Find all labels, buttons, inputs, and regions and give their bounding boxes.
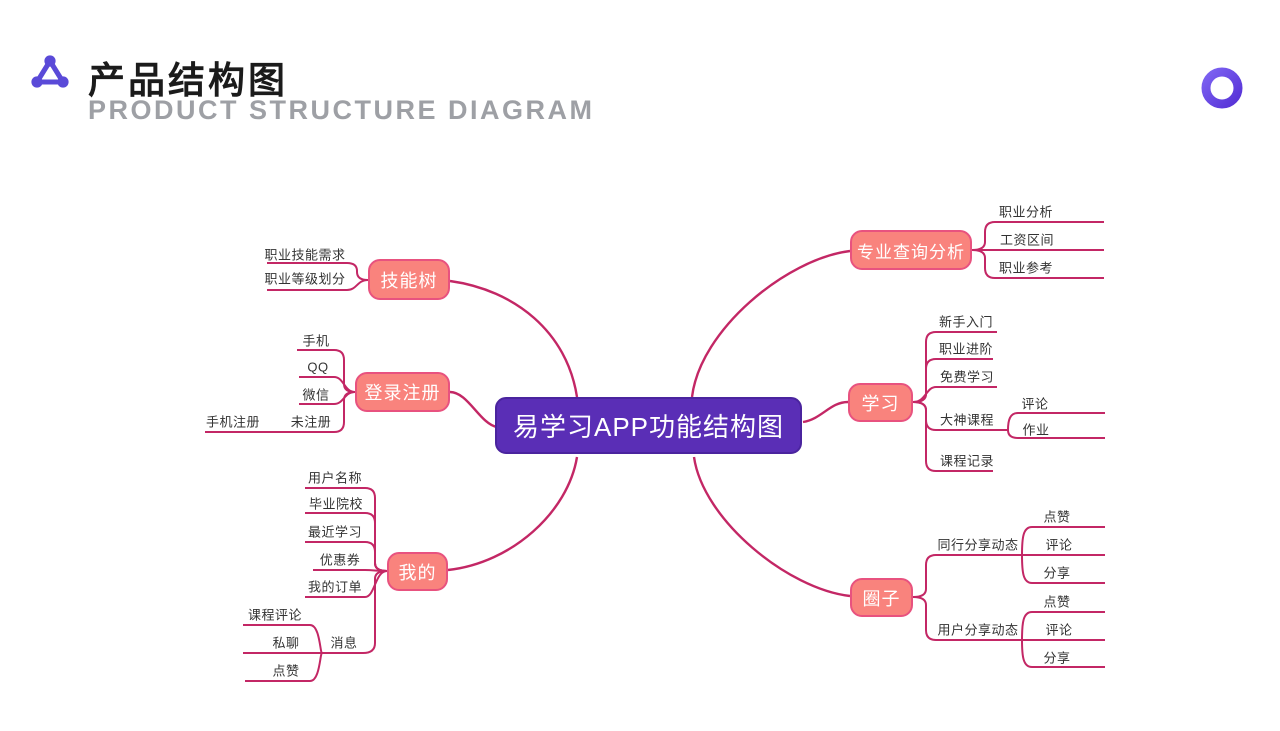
twig-user-likes <box>1021 611 1105 641</box>
label-phone: 手机 <box>302 333 330 349</box>
edge-center-mine <box>447 456 579 572</box>
label-phone-register: 手机注册 <box>205 414 261 430</box>
twig-homework <box>1007 429 1105 439</box>
twig-coupons <box>313 569 388 572</box>
label-peer-share-feed: 同行分享动态 <box>937 537 1019 553</box>
edge-center-login-register <box>449 390 498 429</box>
label-unregistered: 未注册 <box>290 414 332 430</box>
label-peer-likes: 点赞 <box>1043 509 1071 525</box>
label-user-name: 用户名称 <box>307 470 363 486</box>
twig-peer-likes <box>1021 526 1105 556</box>
label-private-chat: 私聊 <box>272 635 300 651</box>
label-course-records: 课程记录 <box>939 453 995 469</box>
twig-peer-share-feed <box>912 554 1022 598</box>
label-peer-share: 分享 <box>1043 565 1071 581</box>
twig-user-share <box>1021 639 1105 668</box>
edge-center-learning <box>802 400 849 424</box>
share-network-icon <box>31 55 69 88</box>
label-coupons: 优惠券 <box>319 552 361 568</box>
edge-center-circle <box>692 456 851 598</box>
label-graduation-school: 毕业院校 <box>308 496 364 512</box>
label-user-comments: 评论 <box>1045 622 1073 638</box>
label-salary-range: 工资区间 <box>999 232 1055 248</box>
label-free-learning: 免费学习 <box>939 369 995 385</box>
label-course-comments: 课程评论 <box>247 607 303 623</box>
label-master-courses: 大神课程 <box>939 412 995 428</box>
label-qq: QQ <box>307 359 329 375</box>
label-likes-messages: 点赞 <box>272 663 300 679</box>
twig-comments-course <box>1007 412 1105 431</box>
twig-peer-share <box>1021 554 1105 584</box>
branch-node-mine: 我的 <box>387 552 448 591</box>
center-node-app-structure: 易学习APP功能结构图 <box>495 397 802 454</box>
label-messages: 消息 <box>330 635 358 651</box>
twig-career-skill-requirements <box>267 262 369 281</box>
branch-node-major-query-analysis: 专业查询分析 <box>850 230 972 270</box>
edge-center-major-query <box>690 249 851 398</box>
twig-course-records <box>912 401 993 472</box>
label-career-skill-requirements: 职业技能需求 <box>264 247 346 263</box>
twig-user-share-feed <box>912 596 1022 641</box>
branch-node-skill-tree: 技能树 <box>368 259 450 300</box>
label-wechat: 微信 <box>302 387 330 403</box>
label-beginner-intro: 新手入门 <box>938 314 994 330</box>
twig-unregistered-phone-register <box>205 391 356 433</box>
label-user-likes: 点赞 <box>1043 594 1071 610</box>
branch-node-circle: 圈子 <box>850 578 913 617</box>
twig-career-reference <box>971 249 1104 279</box>
label-peer-comments: 评论 <box>1045 537 1073 553</box>
twig-course-comments <box>243 624 323 654</box>
label-homework: 作业 <box>1022 422 1050 438</box>
branch-node-login-register: 登录注册 <box>355 372 450 412</box>
label-comments-course: 评论 <box>1021 396 1049 412</box>
label-career-level-division: 职业等级划分 <box>264 271 346 287</box>
twig-career-level-division <box>267 279 369 291</box>
ring-icon <box>1201 67 1243 109</box>
label-career-analysis: 职业分析 <box>998 204 1054 220</box>
label-career-advancement: 职业进阶 <box>938 341 994 357</box>
label-my-orders: 我的订单 <box>307 579 363 595</box>
page-subtitle: PRODUCT STRUCTURE DIAGRAM <box>88 95 595 125</box>
label-career-reference: 职业参考 <box>998 260 1054 276</box>
twig-likes-messages <box>245 652 323 682</box>
label-recent-learning: 最近学习 <box>307 524 363 540</box>
page-title: 产品结构图 <box>88 60 288 101</box>
label-user-share: 分享 <box>1043 650 1071 666</box>
branch-node-learning: 学习 <box>848 383 913 422</box>
twig-messages <box>322 570 388 654</box>
label-user-share-feed: 用户分享动态 <box>937 622 1019 638</box>
edge-center-skill-tree <box>449 279 579 398</box>
